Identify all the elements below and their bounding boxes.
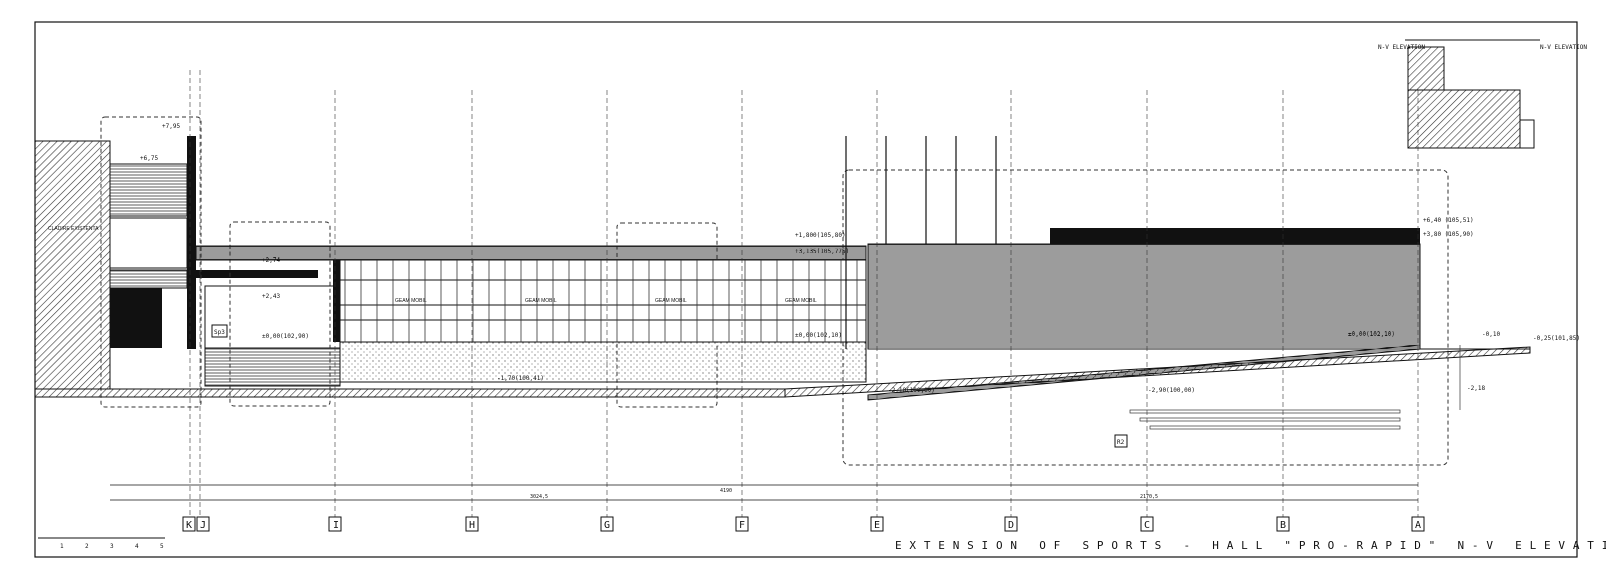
axis-tag: A: [1415, 520, 1421, 531]
axis-tag: C: [1144, 520, 1150, 531]
level-label: ±0,00(102,90): [262, 333, 309, 340]
axis-tag: F: [739, 520, 745, 531]
level-label: +1,800(105,80): [795, 232, 846, 239]
left-block: [109, 136, 341, 387]
foundations: [1129, 345, 1461, 430]
key-plan: N-V ELEVATION N-V ELEVATION: [1378, 39, 1587, 149]
scale-tick: 5: [160, 543, 164, 550]
level-label: -0,10: [1482, 331, 1500, 338]
level-label: +2,74: [262, 257, 280, 264]
axis-tag: E: [874, 520, 880, 531]
axis-tag: J: [200, 520, 206, 531]
existing-label: CLADIRE EXISTENTA: [48, 226, 99, 232]
drawing-title: EXTENSION OF SPORTS - HALL "PRO-RAPID" N…: [895, 539, 1606, 552]
ref-tag: R2: [1117, 439, 1125, 446]
axis-tag: G: [604, 520, 610, 531]
key-plan-label-right: N-V ELEVATION: [1540, 44, 1587, 51]
level-label: +3,80 (105,90): [1423, 231, 1474, 238]
facade-label: GEAM MOBIL: [785, 298, 817, 304]
grid-axis-tags: K J I H G F E D C B A: [182, 516, 1425, 532]
ground: [34, 346, 1531, 398]
dimension-overall: 4190: [720, 488, 732, 494]
glass-volume: [195, 245, 867, 383]
axis-tag: K: [186, 520, 192, 531]
masts: [845, 136, 997, 349]
axis-tag: D: [1008, 520, 1014, 531]
level-label: +7,95: [162, 123, 180, 130]
key-plan-label-left: N-V ELEVATION: [1378, 44, 1425, 51]
level-label: -2,10(100,00): [888, 387, 935, 394]
level-label: +6,75: [140, 155, 158, 162]
scale-tick: 1: [60, 543, 64, 550]
level-label: -0,25(101,85): [1533, 335, 1580, 342]
scale-tick: 3: [110, 543, 114, 550]
dimension-left: 3024,5: [530, 494, 548, 500]
facade-label: GEAM MOBIL: [655, 298, 687, 304]
level-label: +2,43: [262, 293, 280, 300]
level-label: ±0,00(102,10): [1348, 331, 1395, 338]
level-label: +6,40 (105,51): [1423, 217, 1474, 224]
level-label: -2,18: [1467, 385, 1485, 392]
existing-building: CLADIRE EXISTENTA: [34, 140, 111, 390]
axis-tag: H: [469, 520, 475, 531]
axis-tag: B: [1280, 520, 1286, 531]
facade-labels: GEAM MOBIL GEAM MOBIL GEAM MOBIL GEAM MO…: [395, 298, 817, 304]
dimension-chain: [110, 484, 1418, 501]
axis-tag: I: [333, 520, 339, 531]
scale-tick: 4: [135, 543, 139, 550]
level-label: -1,70(100,41): [497, 375, 544, 382]
scale-bar: 1 2 3 4 5: [38, 537, 165, 550]
facade-label: GEAM MOBIL: [525, 298, 557, 304]
level-markers: +7,95 +6,75 +2,74 +2,43 ±0,00(102,90) -1…: [140, 123, 1580, 394]
ref-tag: Sp3: [214, 329, 225, 336]
grid-lines: [189, 70, 1419, 518]
level-label: -2,90(100,00): [1148, 387, 1195, 394]
scale-tick: 2: [85, 543, 89, 550]
level-label: +3,135(105,775): [795, 248, 849, 255]
dimension-right: 2170,5: [1140, 494, 1158, 500]
facade-label: GEAM MOBIL: [395, 298, 427, 304]
ref-tags: Sp3 R2: [211, 324, 1128, 448]
level-label: ±0,00(102,10): [795, 332, 842, 339]
glass-mullions: [344, 260, 858, 342]
